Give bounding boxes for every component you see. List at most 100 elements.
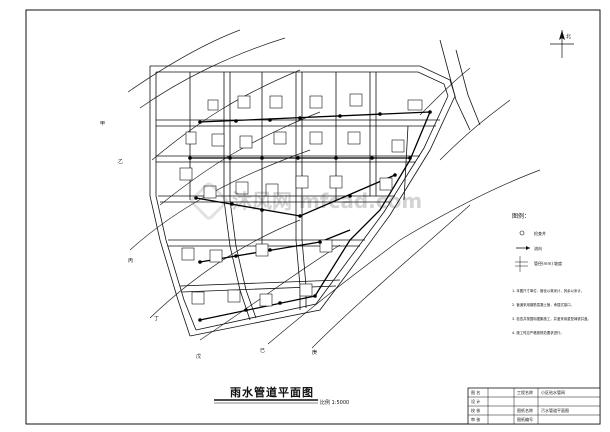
annotation-block bbox=[349, 93, 363, 107]
watermark: 沐风网 mfcad.com bbox=[190, 182, 422, 220]
annotation-blocks bbox=[179, 93, 423, 307]
manhole bbox=[268, 118, 272, 122]
manhole-icon bbox=[519, 230, 525, 236]
legend-label: 流向 bbox=[534, 245, 542, 251]
annotation-block bbox=[227, 289, 241, 303]
legend-label: 管径(mm) 坡度 bbox=[534, 260, 562, 266]
contour-line bbox=[127, 29, 241, 93]
manhole bbox=[428, 110, 432, 114]
title-block-cell: 工程名称 bbox=[517, 389, 533, 395]
north-arrow-icon: 北 bbox=[550, 30, 574, 58]
title-block-table: 图 名 工程名称 小区给水管网 设 计 校 核 图纸名称 污水管道平面图 审 核… bbox=[467, 387, 601, 425]
title-block-cell: 污水管道平面图 bbox=[541, 407, 569, 413]
manhole bbox=[298, 214, 302, 218]
title-block-cell: 小区给水管网 bbox=[541, 389, 565, 395]
pipe-line bbox=[314, 111, 431, 297]
legend-notes: 1. 本图尺寸单位：管径以毫米计，其余以米计。 2. 管道采用钢筋混凝土管，承插… bbox=[512, 288, 591, 335]
map-label: 甲 bbox=[100, 121, 105, 127]
map-label: 戊 bbox=[196, 353, 201, 360]
manhole bbox=[268, 248, 272, 252]
pipe-line bbox=[199, 295, 316, 321]
annotation-block bbox=[185, 131, 197, 145]
annotation-block bbox=[391, 139, 405, 153]
manhole bbox=[228, 156, 232, 160]
annotation-block bbox=[209, 249, 223, 263]
road-edge bbox=[189, 95, 456, 337]
annotation-block bbox=[239, 135, 253, 149]
annotation-block bbox=[203, 185, 217, 199]
road-edge bbox=[156, 71, 449, 97]
legend-note: 1. 本图尺寸单位：管径以毫米计，其余以米计。 bbox=[512, 288, 584, 293]
legend-note: 3. 检查井按国标图集施工，井盖采用重型铸铁井盖。 bbox=[512, 316, 591, 321]
annotation-block bbox=[255, 243, 269, 257]
annotation-block bbox=[207, 99, 219, 111]
drawing-frame bbox=[25, 9, 601, 425]
map-label: 庚 bbox=[312, 349, 317, 356]
annotation-block bbox=[211, 133, 225, 147]
drawing-scale: 比例 1:5000 bbox=[320, 399, 349, 406]
manhole bbox=[244, 308, 248, 312]
manhole bbox=[234, 119, 238, 123]
manhole bbox=[348, 194, 352, 198]
manhole bbox=[260, 208, 264, 212]
legend: 图例： 检查井 流向 管径(mm) 坡度 1. 本图尺寸单位：管径以毫米计，其余… bbox=[512, 212, 591, 335]
annotation-block bbox=[181, 247, 195, 261]
annotation-block bbox=[273, 131, 287, 145]
annotation-block bbox=[407, 99, 423, 111]
watermark-logo-icon bbox=[190, 182, 228, 220]
annotation-block bbox=[191, 291, 205, 305]
drawing-title-block: 雨水管道平面图 比例 1:5000 bbox=[214, 385, 349, 406]
legend-heading: 图例： bbox=[512, 212, 530, 220]
contour-line bbox=[419, 67, 471, 116]
road-network bbox=[149, 39, 481, 337]
map-label: 乙 bbox=[118, 158, 123, 165]
contour-line bbox=[439, 99, 511, 161]
contour-line bbox=[139, 37, 286, 109]
map-label: 已 bbox=[260, 348, 265, 354]
road-edge bbox=[439, 39, 471, 131]
annotation-block bbox=[309, 95, 323, 109]
manhole bbox=[408, 156, 412, 160]
road-edge bbox=[295, 72, 301, 310]
contour-line bbox=[311, 204, 471, 349]
contour-line bbox=[399, 169, 541, 241]
manhole bbox=[278, 301, 282, 305]
manhole bbox=[393, 173, 397, 177]
manhole bbox=[313, 294, 317, 298]
annotation-block bbox=[319, 239, 333, 253]
manhole bbox=[378, 112, 382, 116]
road-edge bbox=[455, 49, 481, 126]
manhole bbox=[234, 254, 238, 258]
title-block-cell: 图 名 bbox=[471, 389, 480, 395]
manhole bbox=[318, 240, 322, 244]
annotation-block bbox=[299, 283, 313, 297]
annotation-block bbox=[329, 175, 343, 189]
pipe-tag-icon bbox=[515, 256, 528, 272]
annotation-block bbox=[235, 181, 249, 195]
manhole bbox=[198, 260, 202, 264]
manhole bbox=[198, 120, 202, 124]
road-edge bbox=[150, 65, 456, 97]
title-block-cell: 校 核 bbox=[471, 407, 480, 413]
manhole bbox=[194, 196, 198, 200]
road-edge bbox=[195, 95, 449, 331]
road-edge bbox=[403, 125, 409, 201]
contour-line bbox=[267, 239, 401, 345]
manhole bbox=[370, 156, 374, 160]
contour-line bbox=[149, 219, 301, 319]
annotation-block bbox=[379, 177, 393, 191]
annotation-block bbox=[265, 183, 279, 197]
legend-label: 检查井 bbox=[534, 230, 546, 236]
map-label: 丙 bbox=[128, 258, 133, 264]
annotation-block bbox=[269, 95, 283, 109]
map-label: 丁 bbox=[154, 316, 159, 322]
map-labels: 甲 乙 丙 丁 戊 已 庚 bbox=[100, 121, 317, 360]
road-edge bbox=[181, 285, 337, 293]
road-edge bbox=[223, 72, 251, 321]
annotation-block bbox=[179, 167, 193, 181]
road-edge bbox=[301, 72, 307, 308]
legend-note: 2. 管道采用钢筋混凝土管，承插式接口。 bbox=[512, 302, 574, 307]
manhole bbox=[296, 156, 300, 160]
